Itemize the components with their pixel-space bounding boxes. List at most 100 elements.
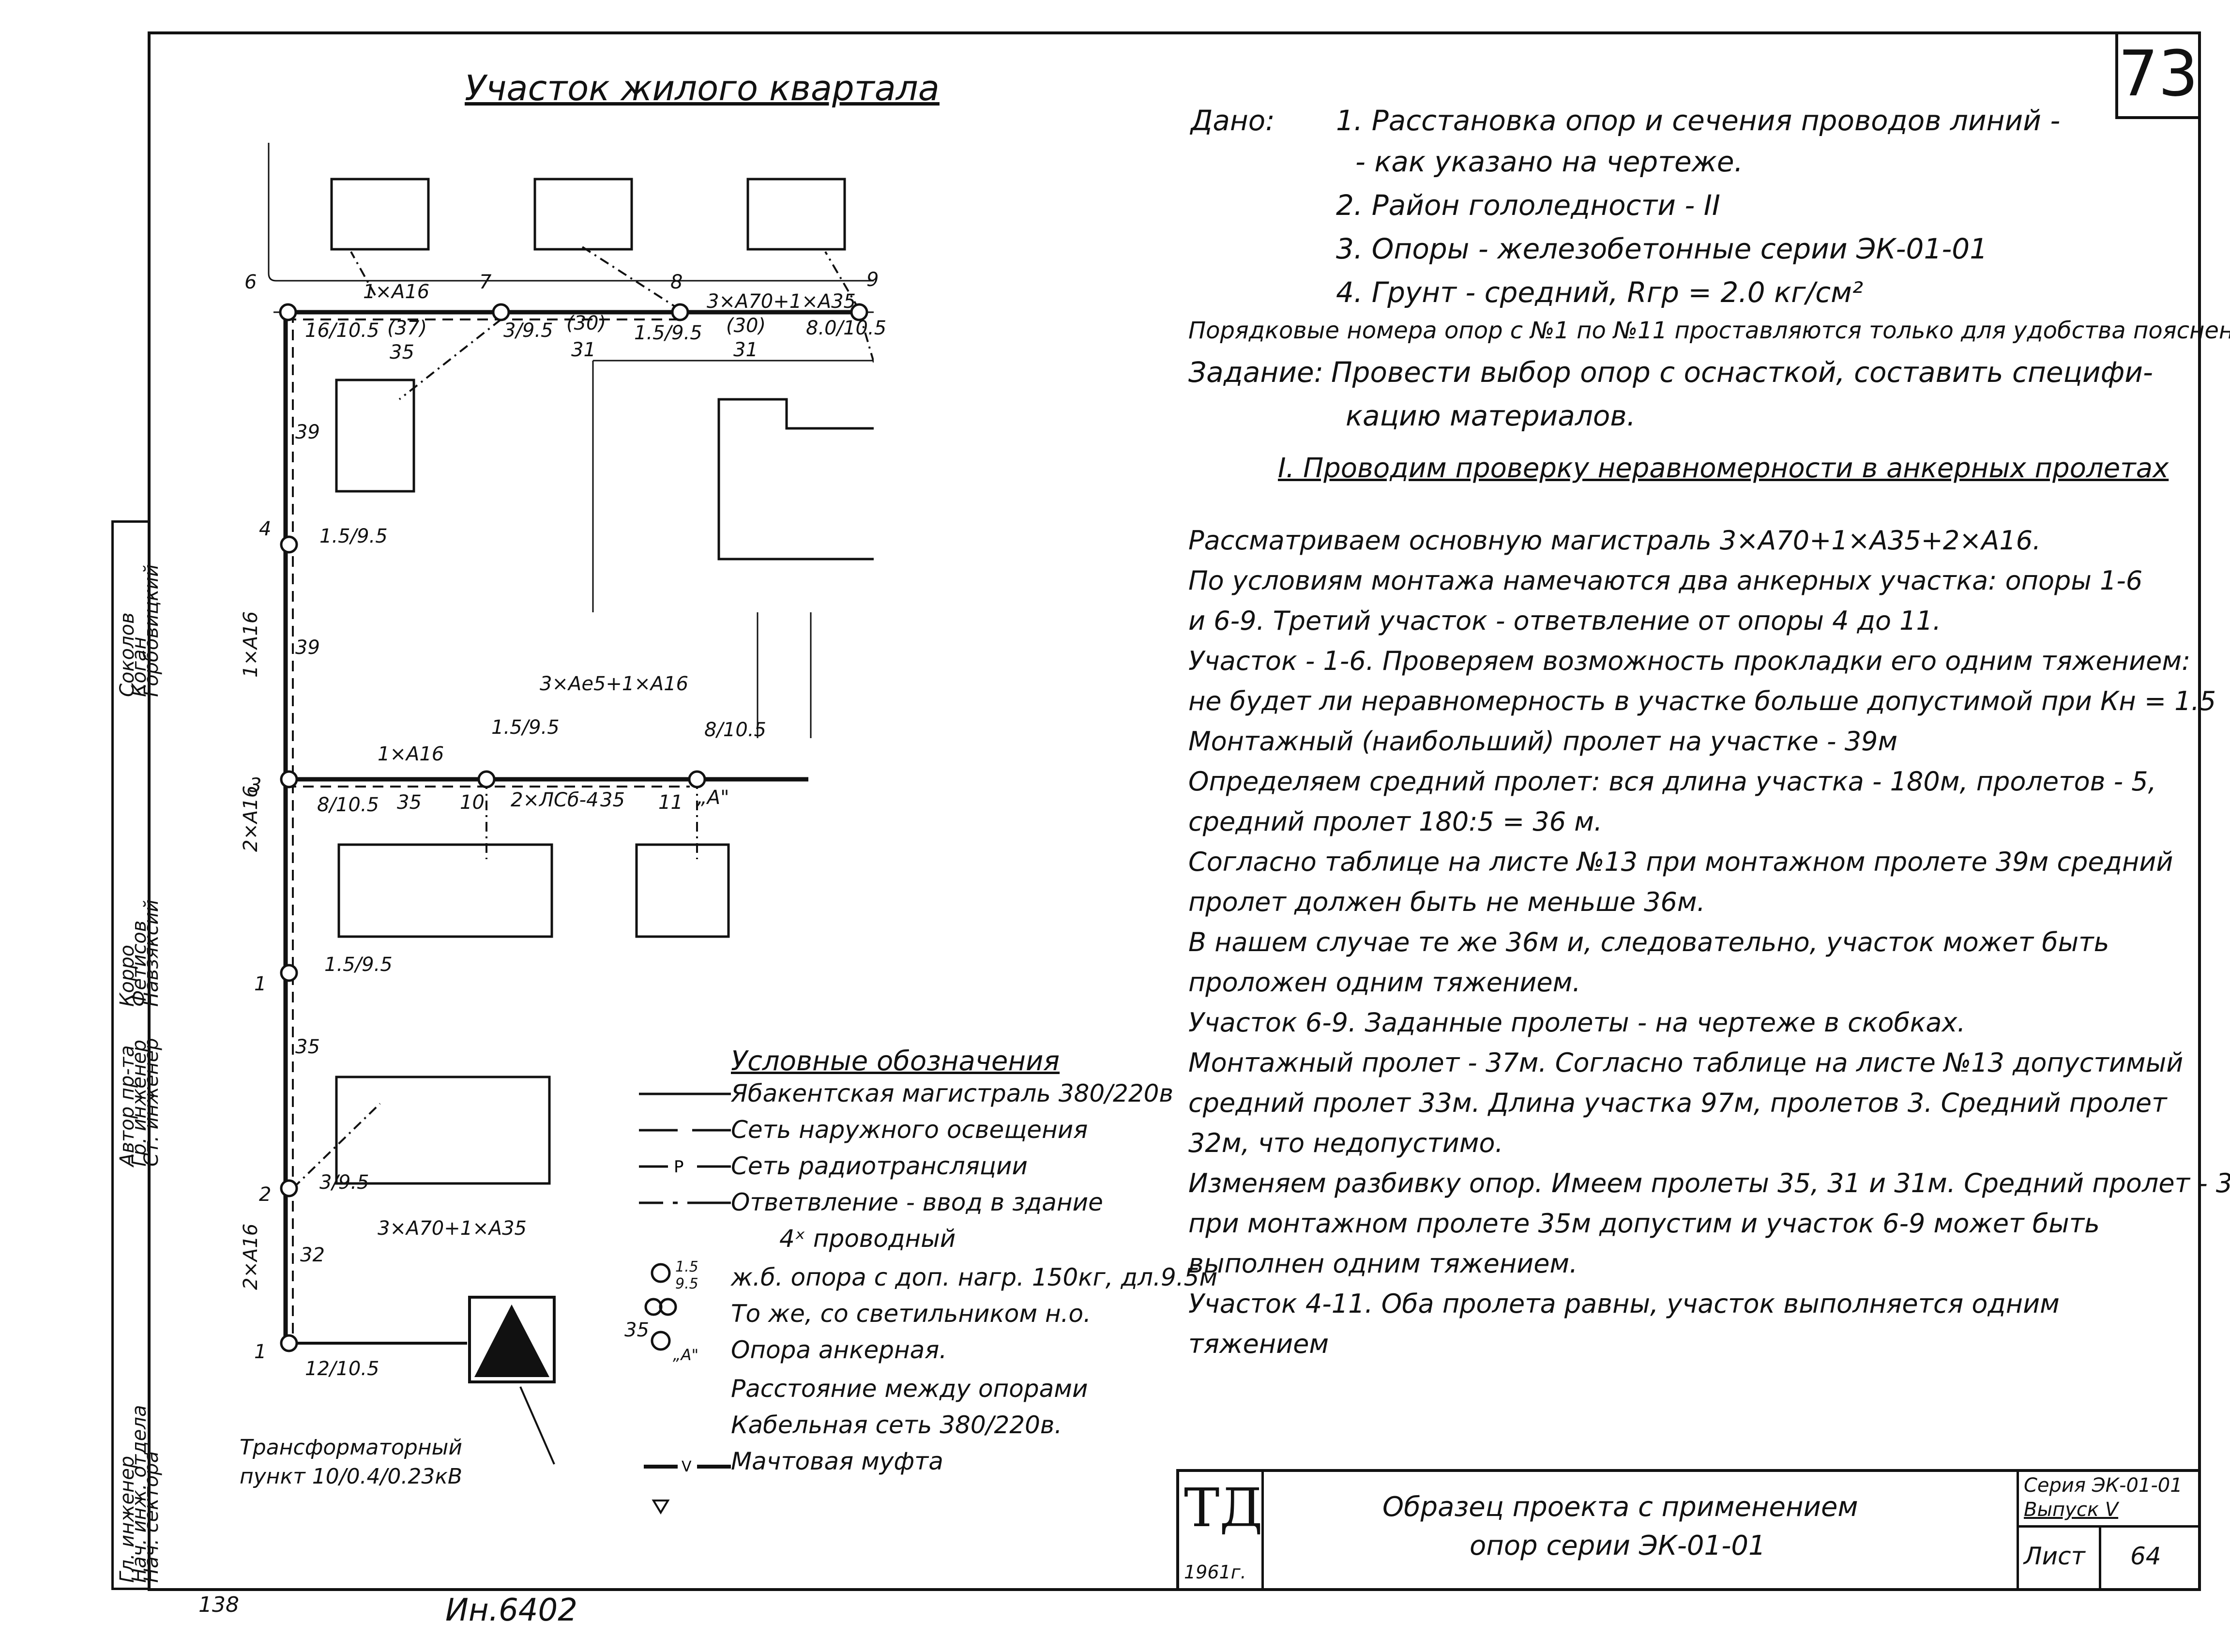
task-text: кацию материалов. — [1346, 399, 1636, 432]
logo: ТД — [1184, 1477, 1263, 1539]
body-line: В нашем случае те же 36м и, следовательн… — [1188, 927, 2109, 957]
building — [337, 843, 553, 938]
task-text: Провести выбор опор с оснасткой, состави… — [1331, 356, 2153, 389]
support-5 — [280, 535, 298, 554]
span-label: 8.0/10.5 — [806, 317, 887, 339]
support-3 — [280, 964, 298, 982]
support-2 — [280, 1179, 298, 1197]
support-10 — [477, 770, 496, 788]
span-label: 39 — [295, 421, 320, 443]
support-4 — [280, 770, 298, 788]
legend-item: Ответвление - ввод в здание — [731, 1188, 1103, 1216]
legend-support-light — [644, 1298, 663, 1316]
given-item: 3. Опоры - железобетонные серии ЭК-01-01 — [1336, 232, 1988, 265]
body-line: и 6-9. Третий участок - ответвление от о… — [1188, 606, 1942, 636]
span-label: (30) — [566, 312, 607, 334]
given-item: 2. Район гололедности - II — [1336, 189, 1720, 222]
inventory-number: Ин.6402 — [445, 1592, 577, 1628]
wire-label: „А" — [697, 787, 729, 809]
span-label: (37) — [387, 317, 427, 339]
support-label-1: 1 — [254, 1341, 267, 1363]
body-line: Участок 4-11. Оба пролета равны, участок… — [1188, 1288, 2060, 1319]
wire-label: 3×А70+1×А35 — [707, 290, 856, 313]
legend-item: Сеть радиотрансляции — [731, 1152, 1028, 1180]
building — [533, 178, 633, 251]
legend-radio-p: P — [674, 1157, 684, 1177]
body-line: Монтажный пролет - 37м. Согласно таблице… — [1188, 1047, 2184, 1078]
span-label: 35 — [390, 341, 414, 364]
body-line: пролет должен быть не меньше 36м. — [1188, 887, 1705, 917]
span-label: 8/10.5 — [704, 719, 766, 741]
wire-label: 1×А16 — [363, 281, 430, 303]
street-edge — [268, 143, 874, 282]
span-label: 3/9.5 — [503, 319, 553, 342]
legend-frac: 1.5 — [675, 1258, 698, 1275]
building — [330, 178, 430, 251]
series-cell: Серия ЭК-01-01 Выпуск V Лист 64 — [2017, 1472, 2200, 1588]
span-label: 1.5/9.5 — [491, 716, 560, 739]
given-note: Порядковые номера опор с №1 по №11 прост… — [1188, 317, 2230, 344]
body-line: Участок - 1-6. Проверяем возможность про… — [1188, 646, 2191, 676]
building — [746, 178, 846, 251]
legend-item: Кабельная сеть 380/220в. — [731, 1411, 1062, 1439]
body-line: 32м, что недопустимо. — [1188, 1128, 1503, 1158]
legend-item: 4ˣ проводный — [779, 1225, 956, 1253]
wire-label: 1×А16 — [378, 743, 444, 765]
body-line: средний пролет 180:5 = 36 м. — [1188, 806, 1603, 837]
span-label: 35 — [397, 791, 422, 814]
service-drop — [350, 251, 376, 296]
legend-item: Опора анкерная. — [731, 1336, 947, 1364]
page-number: 138 — [198, 1592, 239, 1617]
body-line: Согласно таблице на листе №13 при монтаж… — [1188, 847, 2173, 877]
support-label-3: 1 — [254, 973, 267, 995]
body-line: тяжением — [1188, 1329, 1329, 1359]
body-line: Рассматриваем основную магистраль 3×А70+… — [1188, 525, 2041, 556]
legend-symbols: P V — [639, 1092, 731, 1515]
issue: Выпуск V — [2024, 1499, 2119, 1521]
support-label-8: 8 — [670, 271, 683, 293]
span-label: (30) — [726, 315, 766, 337]
given-item: 1. Расстановка опор и сечения проводов л… — [1336, 104, 2061, 137]
support-label-4: 3 — [249, 774, 262, 797]
service-drop — [292, 1103, 381, 1189]
legend-frac: 9.5 — [675, 1275, 698, 1292]
doc-title-1: Образец проекта с применением — [1382, 1491, 1858, 1523]
wire-label: 3×Ae5+1×А16 — [540, 673, 689, 695]
site-plan — [268, 143, 874, 1465]
transformer-triangle — [474, 1304, 549, 1377]
wire-label-vertical: 2×А16 — [240, 785, 262, 852]
sheet-label: Лист — [2024, 1542, 2085, 1570]
logo-year: 1961г. — [1184, 1561, 1246, 1583]
body-line: средний пролет 33м. Длина участка 97м, п… — [1188, 1088, 2167, 1118]
body-line: выполнен одним тяжением. — [1188, 1248, 1578, 1279]
section-heading: I. Проводим проверку неравномерности в а… — [1278, 453, 2169, 484]
span-label: 8/10.5 — [317, 794, 379, 816]
wire-label-vertical: 1×А16 — [240, 611, 262, 678]
support-label-11: 11 — [658, 791, 683, 814]
support-label-6: 6 — [244, 271, 257, 293]
span-label: 31 — [733, 339, 758, 361]
wire-label: 3×А70+1×А35 — [378, 1217, 527, 1240]
legend-item: Ябакентская магистраль 380/220в — [731, 1079, 1173, 1107]
legend-item: ж.б. опора с доп. нагр. 150кг, дл.9.5м — [731, 1263, 1218, 1291]
leader — [519, 1386, 555, 1465]
logo-cell: ТД 1961г. — [1179, 1472, 1264, 1588]
legend-sleeve — [652, 1500, 670, 1515]
building — [635, 843, 730, 938]
span-label: 1.5/9.5 — [319, 525, 388, 547]
legend-anchor-mark: „А" — [673, 1346, 699, 1364]
wire-label-vertical: 2×А16 — [240, 1223, 262, 1290]
support-8 — [671, 303, 689, 321]
span-label: 35 — [600, 789, 625, 811]
legend-support — [651, 1263, 671, 1283]
transformer-label-1: Трансформаторный — [240, 1435, 462, 1460]
legend-item: То же, со светильником н.о. — [731, 1300, 1092, 1328]
legend-anchor — [651, 1331, 671, 1351]
service-drop — [398, 318, 502, 400]
task-label: Задание: — [1188, 356, 1324, 389]
transformer-label-2: пункт 10/0.4/0.23кВ — [240, 1464, 463, 1489]
span-label: 1.5/9.5 — [324, 954, 393, 976]
plan-title: Участок жилого квартала — [465, 68, 940, 108]
support-label-9: 9 — [866, 269, 879, 291]
support-6 — [279, 303, 297, 321]
